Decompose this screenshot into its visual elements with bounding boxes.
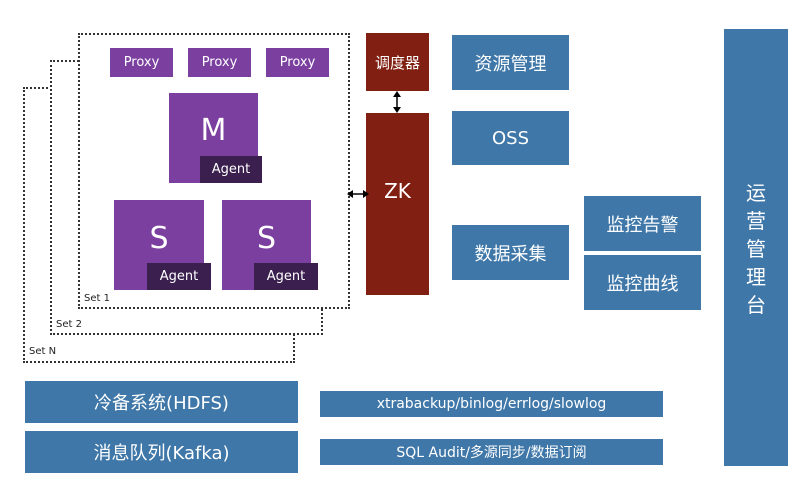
monitor-alert-box: 监控告警: [584, 196, 701, 251]
ops-char-5: 台: [746, 293, 766, 317]
cold-backup-box: 冷备系统(HDFS): [25, 381, 298, 423]
monitor-curve-box: 监控曲线: [584, 255, 701, 310]
oss-box: OSS: [452, 111, 569, 165]
set-2-label: Set 2: [56, 319, 82, 330]
ops-char-1: 运: [746, 181, 766, 205]
ops-platform-box: 运 营 管 理 台: [724, 29, 788, 466]
proxy-box-2: Proxy: [188, 48, 251, 77]
slave-letter-1: S: [149, 221, 169, 256]
slave-letter-2: S: [256, 221, 277, 256]
zk-box: ZK: [366, 113, 429, 295]
ops-char-2: 营: [746, 209, 766, 233]
sql-audit-box: SQL Audit/多源同步/数据订阅: [320, 439, 663, 465]
slave-agent-2: Agent: [254, 263, 318, 290]
resource-management-box: 资源管理: [452, 35, 569, 90]
scheduler-zk-arrow: [393, 91, 401, 113]
proxy-box-1: Proxy: [110, 48, 173, 77]
set-1-label: Set 1: [84, 293, 110, 304]
set-n-label: Set N: [29, 346, 57, 357]
zk-label: ZK: [384, 179, 411, 203]
set-zk-arrow: [347, 190, 369, 198]
scheduler-box: 调度器: [366, 33, 429, 91]
data-collection-box: 数据采集: [452, 225, 569, 280]
slave-agent-1: Agent: [147, 263, 211, 290]
master-agent: Agent: [200, 156, 262, 183]
ops-char-3: 管: [746, 237, 766, 261]
master-letter: M: [200, 113, 227, 148]
ops-char-4: 理: [746, 265, 766, 289]
message-queue-box: 消息队列(Kafka): [25, 431, 298, 473]
proxy-box-3: Proxy: [266, 48, 329, 77]
backup-tools-box: xtrabackup/binlog/errlog/slowlog: [320, 391, 663, 417]
